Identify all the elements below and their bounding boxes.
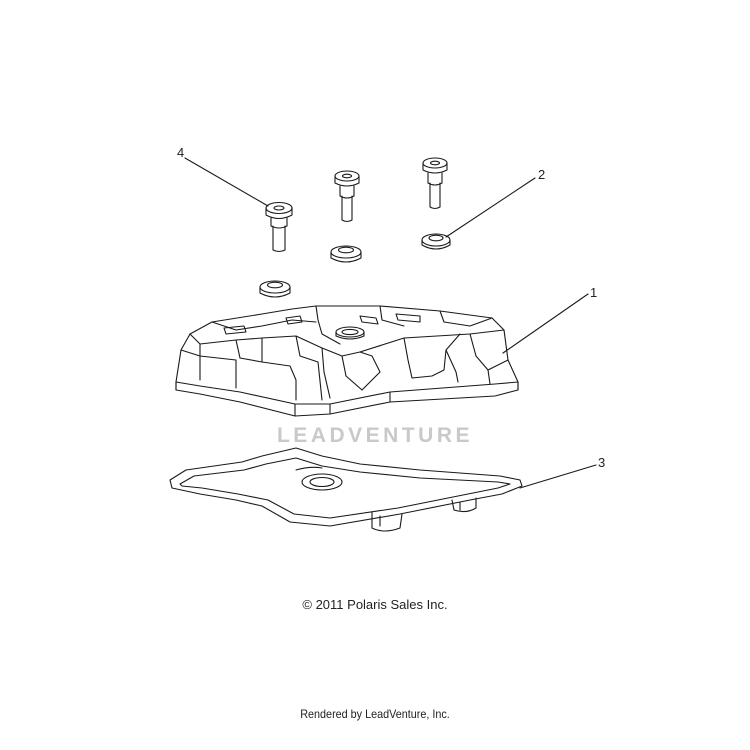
valve-cover (175, 305, 519, 417)
leader-line-3 (519, 464, 597, 489)
copyright-text: © 2011 Polaris Sales Inc. (302, 597, 448, 612)
callout-4: 4 (177, 145, 185, 160)
grommet-left (259, 280, 291, 298)
grommet-middle (330, 245, 362, 263)
callout-2: 2 (538, 167, 546, 182)
callout-1: 1 (590, 285, 598, 300)
leader-line-4 (184, 157, 269, 207)
watermark: LEADVENTURE (276, 424, 473, 447)
leader-line-2 (445, 177, 536, 238)
bolt-left (265, 201, 293, 253)
grommet-right (421, 233, 451, 250)
bolt-right (422, 157, 448, 210)
leader-lines (184, 157, 597, 489)
callout-3: 3 (598, 455, 606, 470)
leader-line-1 (502, 293, 589, 354)
rendered-by-text: Rendered by LeadVenture, Inc. (300, 707, 450, 721)
bolt-middle (334, 170, 360, 223)
valve-cover-gasket (169, 447, 523, 532)
